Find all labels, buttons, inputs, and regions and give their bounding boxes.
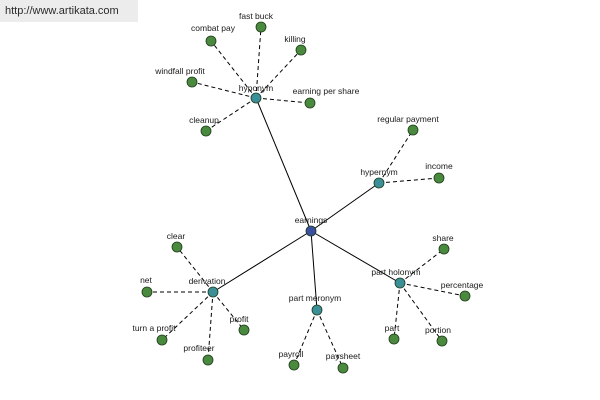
leaf-node-combat-pay[interactable] bbox=[205, 35, 217, 47]
source-url-watermark: http://www.artikata.com bbox=[0, 0, 138, 22]
leaf-label-combat-pay: combat pay bbox=[191, 23, 236, 33]
edge-center-part-holonym bbox=[310, 230, 401, 284]
node-layer bbox=[141, 21, 471, 374]
edge-part-meronym-paysheet bbox=[316, 309, 344, 369]
edge-hyponym-earning-per-share bbox=[255, 97, 311, 104]
edge-hyponym-killing bbox=[255, 49, 302, 99]
leaf-label-portion: portion bbox=[425, 325, 451, 335]
edge-hyponym-windfall-profit bbox=[191, 81, 257, 99]
leaf-label-windfall-profit: windfall profit bbox=[154, 66, 205, 76]
leaf-label-earning-per-share: earning per share bbox=[293, 86, 360, 96]
leaf-label-income: income bbox=[425, 161, 453, 171]
leaf-node-part[interactable] bbox=[388, 333, 400, 345]
leaf-node-turn-a-profit[interactable] bbox=[156, 334, 168, 346]
relation-label-hyponym: hyponym bbox=[239, 83, 274, 93]
leaf-label-net: net bbox=[140, 275, 152, 285]
edge-hyponym-combat-pay bbox=[210, 40, 257, 99]
relation-label-derivation: derivation bbox=[189, 276, 226, 286]
leaf-node-windfall-profit[interactable] bbox=[186, 76, 198, 88]
relation-node-part-holonym[interactable] bbox=[394, 277, 406, 289]
leaf-label-fast-buck: fast buck bbox=[239, 11, 274, 21]
leaf-node-killing[interactable] bbox=[295, 44, 307, 56]
leaf-label-part: part bbox=[385, 323, 400, 333]
leaf-node-paysheet[interactable] bbox=[337, 362, 349, 374]
edge-derivation-profit bbox=[212, 291, 245, 331]
edge-center-derivation bbox=[212, 230, 312, 293]
relation-node-hyponym[interactable] bbox=[250, 92, 262, 104]
edge-derivation-turn-a-profit bbox=[161, 291, 214, 341]
leaf-label-paysheet: paysheet bbox=[326, 351, 361, 361]
leaf-label-profiteer: profiteer bbox=[183, 343, 214, 353]
leaf-node-percentage[interactable] bbox=[459, 290, 471, 302]
edge-part-holonym-part bbox=[393, 282, 401, 340]
leaf-node-profit[interactable] bbox=[238, 324, 250, 336]
edge-part-holonym-portion bbox=[399, 282, 443, 342]
leaf-label-profit: profit bbox=[230, 314, 250, 324]
leaf-label-turn-a-profit: turn a profit bbox=[133, 323, 177, 333]
center-label-earnings: earnings bbox=[295, 215, 328, 225]
leaf-label-percentage: percentage bbox=[441, 280, 484, 290]
leaf-node-earning-per-share[interactable] bbox=[304, 97, 316, 109]
leaf-label-regular-payment: regular payment bbox=[377, 114, 439, 124]
edge-derivation-clear bbox=[176, 246, 214, 293]
edge-hyponym-cleanup bbox=[205, 97, 257, 132]
relation-node-derivation[interactable] bbox=[207, 286, 219, 298]
relation-node-hypernym[interactable] bbox=[373, 177, 385, 189]
leaf-node-payroll[interactable] bbox=[288, 359, 300, 371]
edge-layer bbox=[147, 26, 466, 369]
edge-center-hypernym bbox=[310, 182, 380, 232]
leaf-node-regular-payment[interactable] bbox=[407, 124, 419, 136]
leaf-node-fast-buck[interactable] bbox=[255, 21, 267, 33]
relation-label-hypernym: hypernym bbox=[360, 167, 397, 177]
leaf-node-clear[interactable] bbox=[171, 241, 183, 253]
edge-center-hyponym bbox=[255, 97, 312, 232]
edge-hypernym-regular-payment bbox=[378, 129, 414, 184]
leaf-label-share: share bbox=[432, 233, 454, 243]
leaf-node-income[interactable] bbox=[433, 172, 445, 184]
relation-label-part-meronym: part meronym bbox=[289, 293, 341, 303]
relation-label-part-holonym: part holonym bbox=[371, 267, 420, 277]
leaf-label-payroll: payroll bbox=[278, 349, 303, 359]
leaf-label-killing: killing bbox=[284, 34, 306, 44]
edge-center-part-meronym bbox=[310, 230, 318, 311]
leaf-label-cleanup: cleanup bbox=[189, 115, 219, 125]
edge-derivation-profiteer bbox=[207, 291, 214, 361]
edge-part-holonym-share bbox=[399, 248, 445, 284]
edge-hypernym-income bbox=[378, 177, 440, 184]
leaf-label-clear: clear bbox=[167, 231, 186, 241]
leaf-node-cleanup[interactable] bbox=[200, 125, 212, 137]
edge-hyponym-fast-buck bbox=[255, 26, 262, 99]
leaf-node-share[interactable] bbox=[438, 243, 450, 255]
edge-part-meronym-payroll bbox=[293, 309, 318, 366]
leaf-node-profiteer[interactable] bbox=[202, 354, 214, 366]
leaf-node-net[interactable] bbox=[141, 286, 153, 298]
center-node-earnings[interactable] bbox=[305, 225, 317, 237]
leaf-node-portion[interactable] bbox=[436, 335, 448, 347]
relation-node-part-meronym[interactable] bbox=[311, 304, 323, 316]
